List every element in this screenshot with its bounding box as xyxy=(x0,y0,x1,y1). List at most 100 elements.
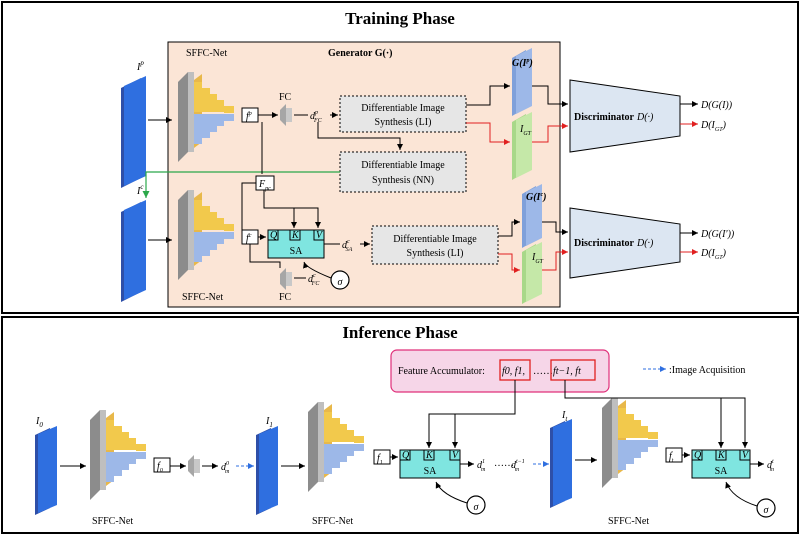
sigma-inf-2: σ xyxy=(764,505,770,516)
sa-q-box xyxy=(267,229,279,241)
green-line-nn-to-ic xyxy=(142,171,340,198)
line-fpc-to-fc xyxy=(241,182,256,230)
out-1b-label: D(IGT) xyxy=(700,120,727,133)
fc-top-label: FC xyxy=(279,92,292,103)
sigma-inf-1: σ xyxy=(474,502,480,513)
sa1-k: K xyxy=(425,450,434,461)
arrow-acc-to-k2 xyxy=(564,380,724,448)
dis-li-top-line1: Differentiable Image xyxy=(361,103,445,114)
it-label: It xyxy=(561,410,568,423)
accumulator-label: Feature Accumulator: xyxy=(398,366,485,377)
sa-v-label: V xyxy=(316,230,324,241)
sa-k-box xyxy=(289,229,301,241)
i0-label: I0 xyxy=(35,416,43,429)
input-ip-label: Ip xyxy=(136,59,144,73)
sa-v-box xyxy=(313,229,325,241)
ft-label: ft xyxy=(669,451,674,464)
sa2-q: Q xyxy=(694,450,702,461)
out-1a-label: D(G(I)) xyxy=(700,100,733,111)
sffc-1-label: SFFC-Net xyxy=(92,516,133,527)
training-title: Training Phase xyxy=(345,9,455,28)
arrow-sigma2-to-sa xyxy=(725,481,758,507)
dis-li-bottom-line1: Differentiable Image xyxy=(393,234,477,245)
arrow-gic-to-disc xyxy=(542,221,568,235)
fp-label: fp xyxy=(246,111,252,122)
f1-label: f1 xyxy=(377,453,383,466)
fc-inference-block xyxy=(188,455,200,477)
discriminator-top xyxy=(569,79,681,153)
sffc-2-label: SFFC-Net xyxy=(312,516,353,527)
g-ic-stack xyxy=(522,184,542,248)
input-i1-stack xyxy=(256,426,278,515)
dis-li-top-line2: Synthesis (LI) xyxy=(375,117,432,128)
g-ic-label: G(Ic) xyxy=(526,192,546,203)
dis-li-bottom-line2: Synthesis (LI) xyxy=(407,248,464,259)
arrow-sigma-to-sa xyxy=(303,261,332,279)
arrow-li-to-gip xyxy=(466,83,510,106)
sa2-k-box xyxy=(715,449,727,461)
dis-li-bottom xyxy=(371,225,499,265)
sa1-q: Q xyxy=(402,450,410,461)
sa1-k-box xyxy=(423,449,435,461)
g-ip-stack xyxy=(512,48,532,116)
arrow-igt-to-disc xyxy=(532,123,568,143)
arrow-sigma1-to-sa xyxy=(435,481,468,504)
fc-feature-label: fc xyxy=(246,233,252,244)
sa-k-label: K xyxy=(291,230,300,241)
arrow-acc-to-v1 xyxy=(452,413,515,448)
arrow-igt2-to-disc xyxy=(542,249,568,271)
f0-box xyxy=(153,457,171,473)
fc-bottom-label: FC xyxy=(279,292,292,303)
sa1-q-box xyxy=(399,449,411,461)
acc-dots: …… xyxy=(533,366,553,377)
legend-text: :Image Acquisition xyxy=(669,365,745,376)
acc-f0f1: f0, f1, xyxy=(502,366,525,377)
igt-bottom-label: IGT xyxy=(531,252,544,265)
arrow-gip-to-disc xyxy=(532,85,568,107)
sa2-k: K xyxy=(717,450,726,461)
arrow-dfc-to-nn xyxy=(317,122,403,150)
sa2-q-box xyxy=(691,449,703,461)
sffc-top-label: SFFC-Net xyxy=(186,48,227,59)
arrow-li2-to-igt xyxy=(498,253,520,273)
sa2-v: V xyxy=(742,450,750,461)
arrow-li-to-igt xyxy=(466,122,510,145)
acc-ft-box xyxy=(550,359,596,381)
input-ic-label: Ic xyxy=(136,183,144,197)
sa-label-training: SA xyxy=(290,246,304,257)
dis-li-top xyxy=(339,95,467,133)
line-fc-down xyxy=(249,244,281,268)
input-i0-stack xyxy=(35,426,57,515)
igt-top-label: IGT xyxy=(519,124,532,137)
igt-bottom-stack xyxy=(522,242,542,304)
igt-top-stack xyxy=(512,112,532,180)
inf-dots: …… xyxy=(494,458,514,469)
sffc-net-2 xyxy=(308,402,364,492)
sffc-net-3 xyxy=(602,398,658,488)
arrow-li2-to-gic xyxy=(498,219,520,237)
training-panel xyxy=(1,1,799,314)
sa1-label: SA xyxy=(424,466,438,477)
f0-label: f0 xyxy=(157,461,163,474)
input-it-stack xyxy=(550,419,572,508)
sa1-v: V xyxy=(452,450,460,461)
sa-q-label: Q xyxy=(270,230,278,241)
acc-ft: ft−1, ft xyxy=(553,366,581,377)
dis-nn-line1: Differentiable Image xyxy=(361,160,445,171)
inference-panel xyxy=(1,316,799,534)
arrow-fpc-to-v xyxy=(264,207,321,228)
dis-nn-line2: Synthesis (NN) xyxy=(372,175,434,186)
sa2-v-box xyxy=(739,449,751,461)
sigma-training: σ xyxy=(338,277,344,288)
sa1-v-box xyxy=(449,449,461,461)
sffc-net-1 xyxy=(90,410,146,500)
i1-label: I1 xyxy=(265,416,273,429)
